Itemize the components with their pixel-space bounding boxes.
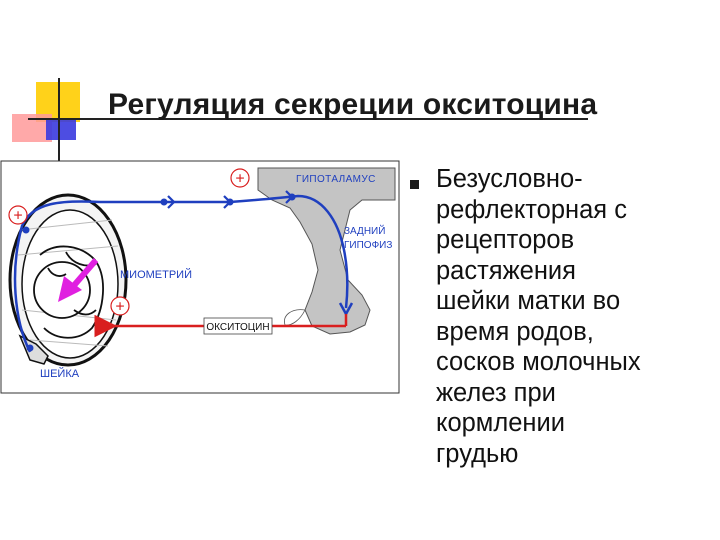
plus-sign-left: +: [9, 206, 27, 225]
plus-sign-top: +: [231, 169, 249, 188]
bullet-line: сосков молочных: [436, 347, 716, 378]
label-hypothalamus: ГИПОТАЛАМУС: [296, 174, 376, 185]
label-posterior-pituitary-2: ГИПОФИЗ: [344, 240, 392, 251]
oxytocin-reflex-diagram: + + + ГИПОТАЛАМУС ЗАДНИЙ ГИПОФИЗ МИОМЕТР…: [0, 160, 410, 400]
label-oxytocin: ОКСИТОЦИН: [206, 322, 269, 333]
plus-sign-middle: +: [111, 297, 129, 316]
bullet-marker: [410, 180, 419, 189]
label-cervix: ШЕЙКА: [40, 367, 80, 380]
bullet-line: время родов,: [436, 317, 716, 348]
bullet-line: рецепторов: [436, 225, 716, 256]
plus-label-middle: +: [115, 299, 124, 316]
deco-blue-square: [46, 118, 76, 140]
nerve-node-cervix: [27, 345, 34, 352]
bullet-line: рефлекторная с: [436, 195, 716, 226]
plus-label-left: +: [13, 208, 22, 225]
nerve-node-1: [161, 199, 168, 206]
bullet-line: шейки матки во: [436, 286, 716, 317]
label-posterior-pituitary-1: ЗАДНИЙ: [344, 224, 385, 237]
slide-title: Регуляция секреции окситоцина: [108, 88, 597, 122]
label-myometrium: МИОМЕТРИЙ: [120, 268, 192, 281]
plus-label-top: +: [235, 171, 244, 188]
deco-vertical-line: [58, 78, 60, 162]
nerve-node-left: [23, 227, 30, 234]
bullet-line: растяжения: [436, 256, 716, 287]
bullet-text: Безусловно- рефлекторная с рецепторов ра…: [436, 164, 716, 469]
bullet-line: грудью: [436, 439, 716, 470]
bullet-line: Безусловно-: [436, 164, 716, 195]
bullet-line: кормлении: [436, 408, 716, 439]
bullet-line: желез при: [436, 378, 716, 409]
